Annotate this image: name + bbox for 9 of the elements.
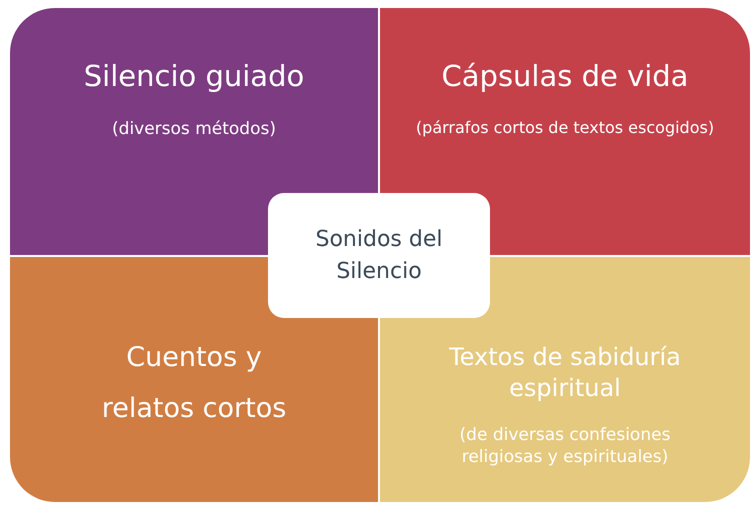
subtitle: (de diversas confesiones religiosas y espirituales) [458,424,672,469]
subtitle: (diversos métodos) [112,118,276,140]
heading: Sonidos del Silencio [314,226,444,286]
heading: Cápsulas de vida [442,58,688,95]
heading: Silencio guiado [84,58,304,95]
center-box [268,193,490,318]
heading: Textos de sabiduría espiritual [448,342,682,404]
subtitle: (párrafos cortos de textos escogidos) [416,118,714,138]
heading: Cuentos y relatos cortos [100,341,288,426]
